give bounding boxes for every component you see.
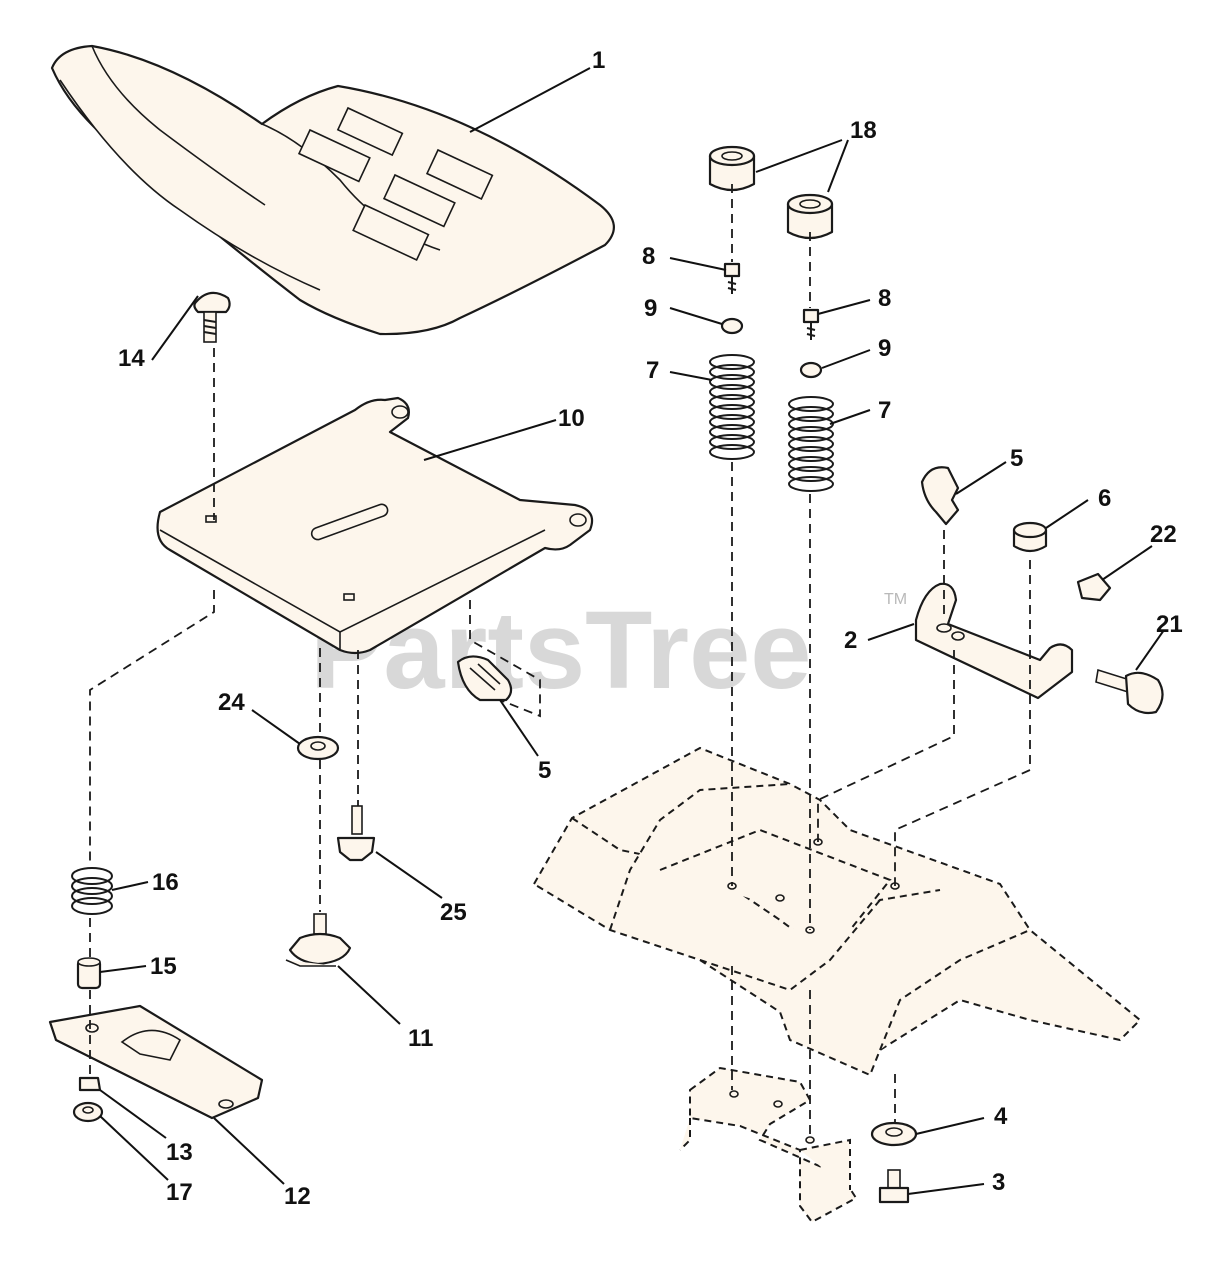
part-9-nut-right — [799, 361, 823, 379]
callout-1: 1 — [592, 47, 605, 74]
part-12-plate — [48, 1004, 264, 1120]
callout-10: 10 — [558, 405, 585, 432]
callout-15: 15 — [150, 953, 177, 980]
part-18-bumper-left — [708, 145, 756, 192]
part-18-bumper-right — [786, 193, 834, 240]
part-14-carriage-bolt — [193, 291, 231, 343]
part-7-spring-right — [788, 396, 834, 492]
callout-8-right: 8 — [878, 285, 891, 312]
part-11-knob — [285, 913, 352, 967]
lower-bracket-phantom — [679, 1066, 858, 1224]
callout-8-left: 8 — [642, 243, 655, 270]
callout-2: 2 — [844, 627, 857, 654]
part-9-nut-left — [720, 317, 744, 335]
part-16-spring — [71, 867, 113, 915]
leader-lines — [99, 67, 1165, 1195]
part-15-spacer — [76, 957, 102, 990]
callout-14: 14 — [118, 345, 145, 372]
callout-25: 25 — [440, 899, 467, 926]
part-5-latch-left — [456, 655, 513, 702]
callout-9-left: 9 — [644, 295, 657, 322]
callout-17: 17 — [166, 1179, 193, 1206]
part-13-nut — [78, 1076, 102, 1092]
part-6-nut — [1012, 521, 1048, 553]
part-25-shoulder-bolt — [336, 805, 376, 862]
part-8-bolt-left — [723, 262, 741, 294]
part-4-washer — [870, 1121, 918, 1147]
callout-5-left: 5 — [538, 757, 551, 784]
part-22-nut — [1076, 572, 1112, 602]
part-10-seat-pan — [156, 396, 594, 655]
callout-18: 18 — [850, 117, 877, 144]
callout-22: 22 — [1150, 521, 1177, 548]
callout-12: 12 — [284, 1183, 311, 1210]
callout-7-left: 7 — [646, 357, 659, 384]
callout-21: 21 — [1156, 611, 1183, 638]
fender-phantom — [532, 746, 1142, 1077]
callout-16: 16 — [152, 869, 179, 896]
part-1-seat — [50, 44, 615, 336]
part-21-knob-bolt — [1095, 668, 1164, 715]
callout-6: 6 — [1098, 485, 1111, 512]
part-24-washer — [296, 735, 340, 761]
part-17-washer — [72, 1101, 104, 1123]
part-5-latch-right — [920, 466, 960, 526]
latch-left-guide — [469, 600, 541, 718]
callout-4: 4 — [994, 1103, 1008, 1130]
callout-7-right: 7 — [878, 397, 891, 424]
assembly-lines — [89, 184, 1031, 1140]
part-8-bolt-right — [802, 308, 820, 340]
callout-11: 11 — [408, 1025, 433, 1052]
watermark-tm: TM — [884, 591, 907, 608]
callout-3: 3 — [992, 1169, 1005, 1196]
callout-24: 24 — [218, 689, 245, 716]
part-7-spring-left — [709, 354, 755, 460]
part-3-bolt — [878, 1169, 910, 1204]
callout-13: 13 — [166, 1139, 193, 1166]
callout-9-right: 9 — [878, 335, 891, 362]
callout-labels: 1 18 8 8 9 9 7 7 14 10 5 6 22 2 21 5 24 … — [118, 47, 1183, 1210]
callout-5-right: 5 — [1010, 445, 1023, 472]
part-2-bracket — [914, 582, 1074, 700]
